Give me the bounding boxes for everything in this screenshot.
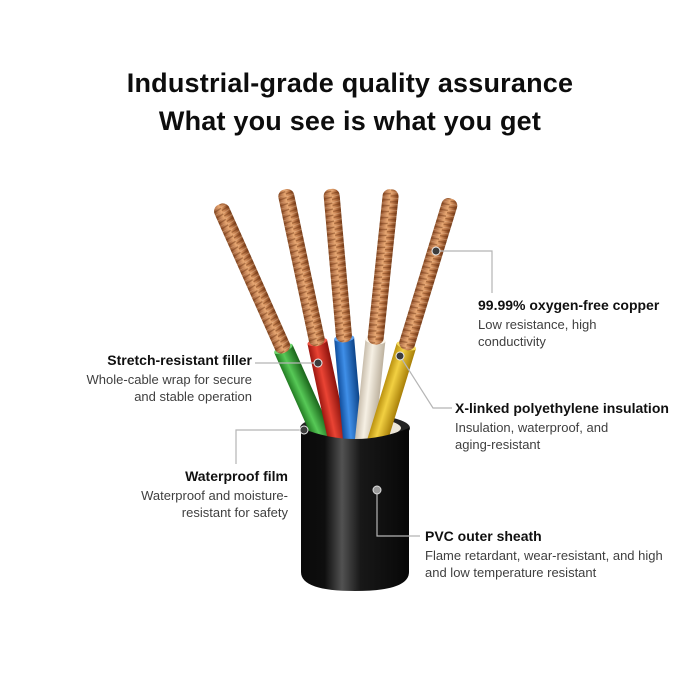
wire-white <box>354 189 399 443</box>
callout-line-waterproof <box>235 429 304 464</box>
pvc-sheath-body <box>301 428 409 591</box>
callout-waterproof-heading: Waterproof film <box>185 468 288 484</box>
callout-filler: Stretch-resistant filler Whole-cable wra… <box>77 351 252 405</box>
callout-dot-pvc <box>372 485 382 495</box>
callout-copper: 99.99% oxygen-free copper Low resistance… <box>478 296 668 350</box>
callout-dot-insulation <box>395 351 405 361</box>
callout-insulation-description: Insulation, waterproof, and aging-resist… <box>455 420 609 452</box>
callout-pvc-description: Flame retardant, wear-resistant, and hig… <box>425 548 663 580</box>
callout-pvc: PVC outer sheath Flame retardant, wear-r… <box>425 527 677 581</box>
title-line-2: What you see is what you get <box>158 106 542 136</box>
wire-green <box>214 203 335 447</box>
page-title: Industrial-grade quality assurance What … <box>0 64 700 140</box>
callout-line-insulation <box>399 355 452 409</box>
callout-insulation-heading: X-linked polyethylene insulation <box>455 400 669 416</box>
callout-filler-heading: Stretch-resistant filler <box>107 352 252 368</box>
callout-copper-heading: 99.99% oxygen-free copper <box>478 297 660 313</box>
callout-copper-description: Low resistance, high conductivity <box>478 317 597 349</box>
callout-filler-description: Whole-cable wrap for secure and stable o… <box>86 372 252 404</box>
callout-dot-copper <box>431 246 441 256</box>
wire-blue <box>323 188 364 441</box>
callout-waterproof-description: Waterproof and moisture-resistant for sa… <box>141 488 288 520</box>
callout-insulation: X-linked polyethylene insulation Insulat… <box>455 399 680 453</box>
title-line-1: Industrial-grade quality assurance <box>126 68 574 98</box>
callout-waterproof: Waterproof film Waterproof and moisture-… <box>98 467 288 521</box>
callout-dot-waterproof <box>299 425 309 435</box>
wire-yellow <box>366 198 458 447</box>
callout-pvc-heading: PVC outer sheath <box>425 528 542 544</box>
callout-line-pvc <box>376 492 420 537</box>
callout-line-copper <box>436 250 493 293</box>
callout-dot-filler <box>313 358 323 368</box>
